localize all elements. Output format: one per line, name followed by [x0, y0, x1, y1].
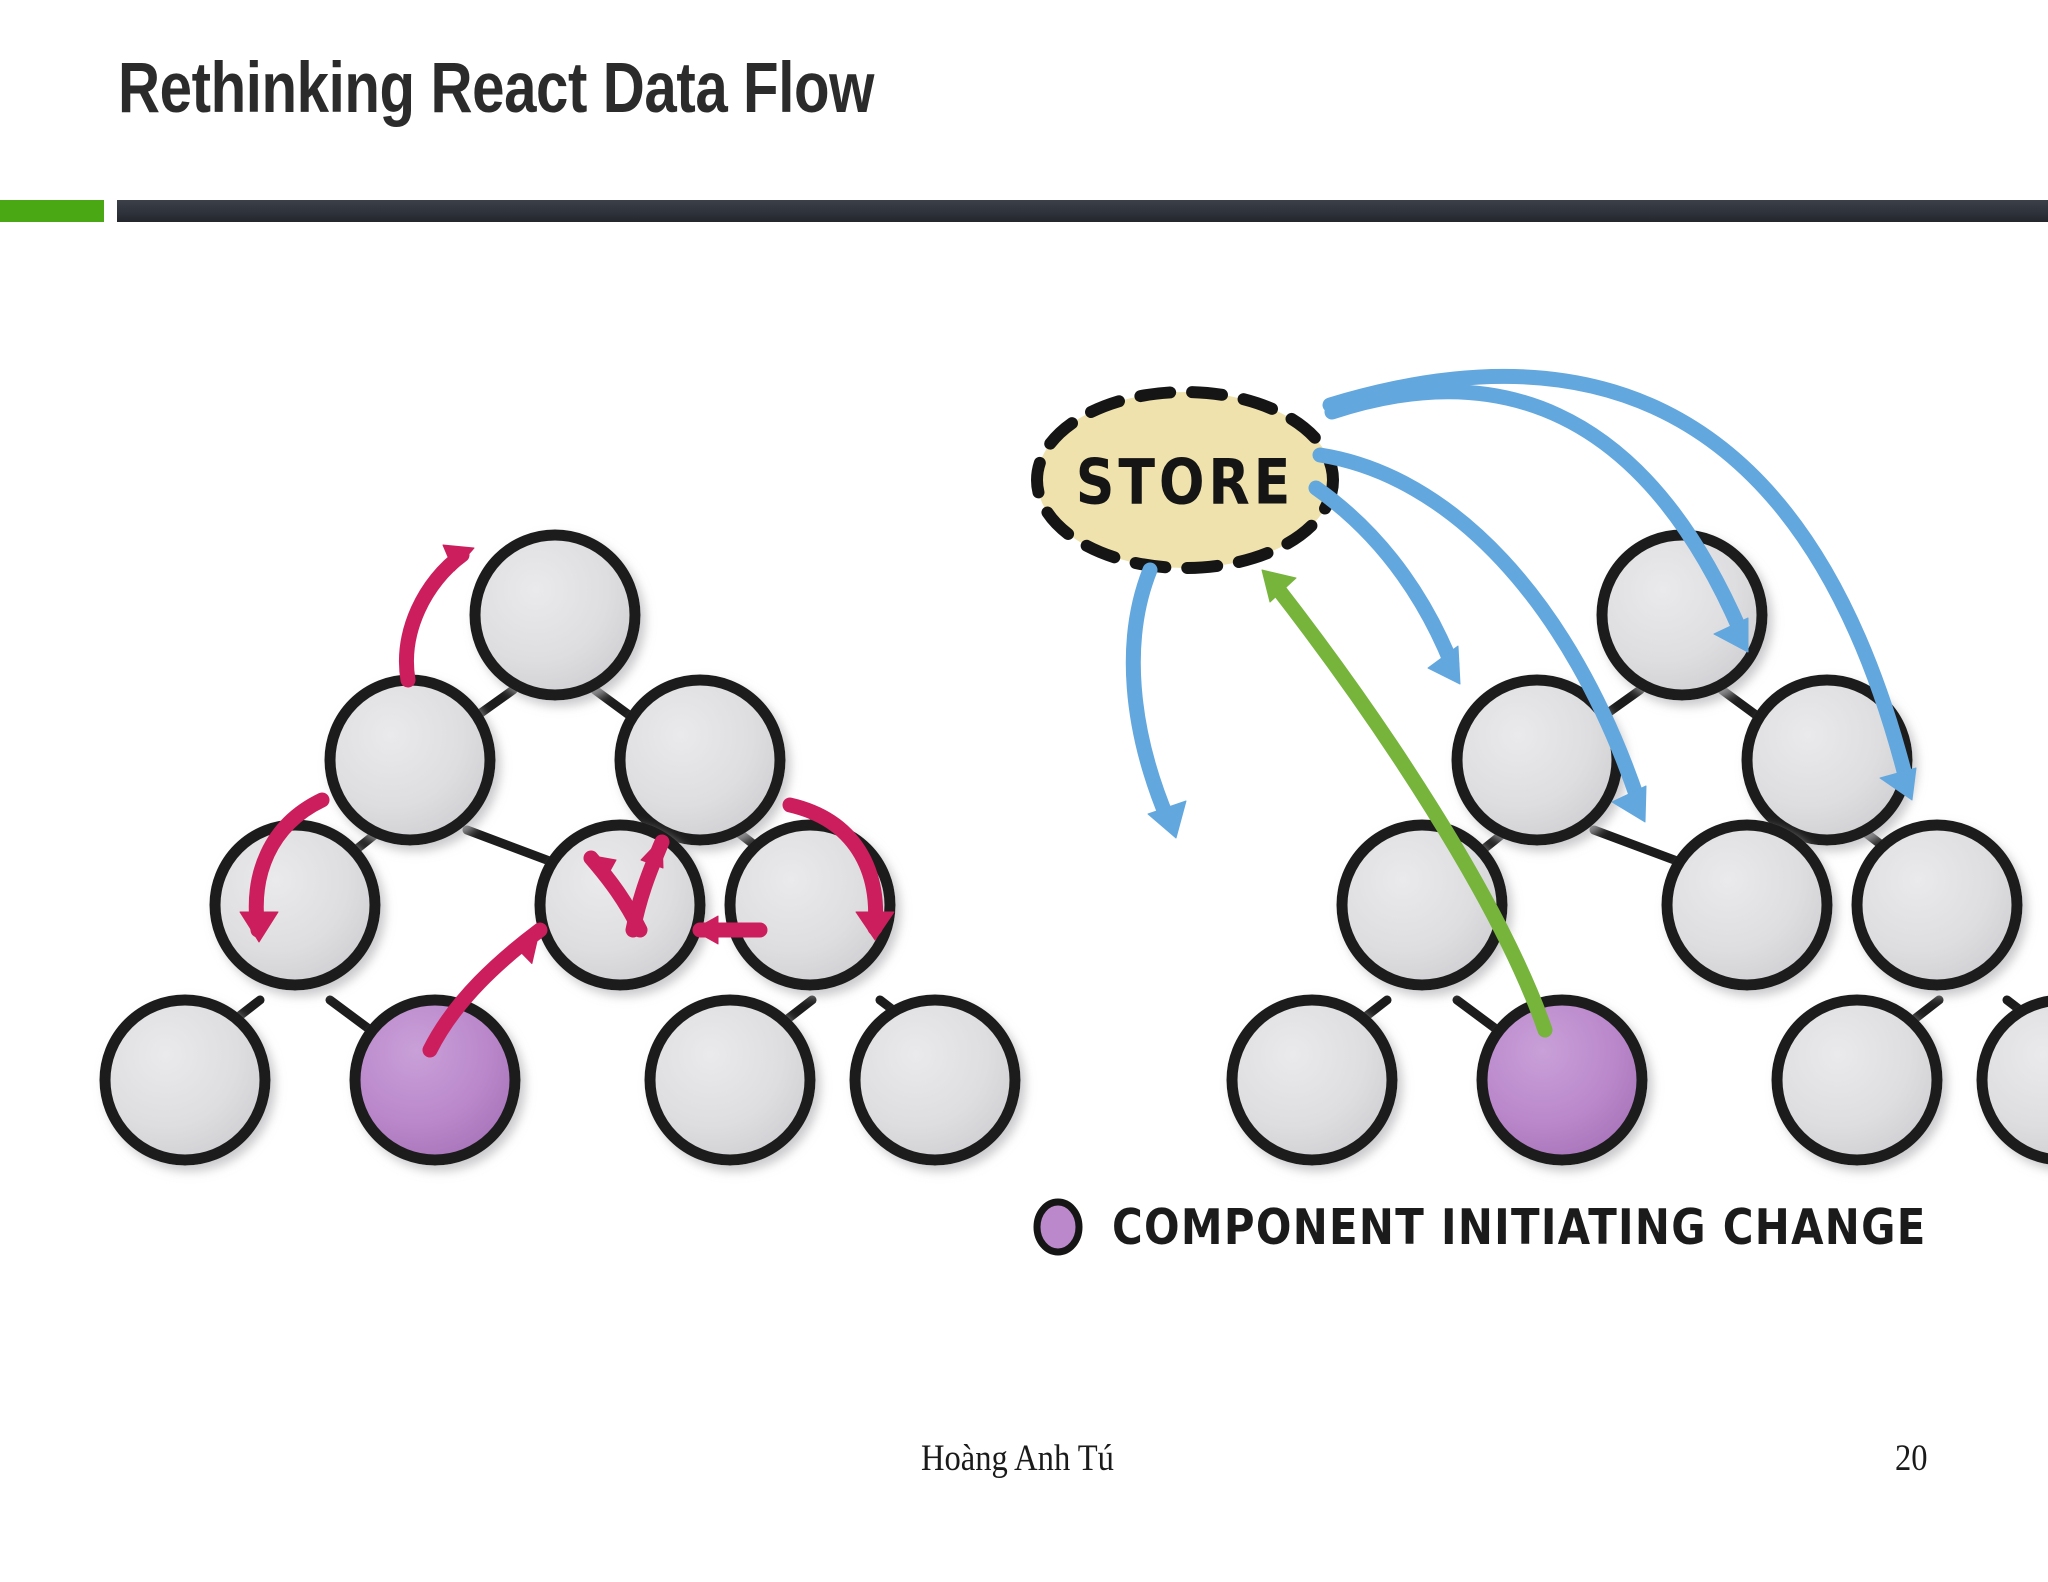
right-tree-leaf-3 — [1771, 994, 1943, 1166]
store-broadcast-arrows — [1125, 368, 1917, 839]
broadcast-arrow-to-r2 — [1322, 368, 1917, 801]
left-tree-leaf-highlighted — [349, 994, 521, 1166]
arrow-l1-to-root — [399, 544, 475, 688]
broadcast-arrow-to-l1 — [1308, 480, 1461, 685]
right-tree-node-m2 — [1661, 819, 1833, 991]
purple-circle-icon — [1033, 1198, 1083, 1256]
footer-author: Hoàng Anh Tú — [921, 1438, 1114, 1479]
right-tree-leaf-highlighted — [1476, 994, 1648, 1166]
left-tree-node-root — [469, 529, 641, 701]
legend-label: COMPONENT INITIATING CHANGE — [1112, 1198, 1927, 1256]
arrow-r1-to-r2 — [782, 797, 895, 941]
arrow-junction-to-left — [583, 850, 648, 938]
store-dispatch-arrow — [1261, 569, 1553, 1038]
broadcast-arrow-to-l2 — [1125, 562, 1187, 839]
arrow-right-to-mid — [692, 915, 768, 945]
left-tree-node-l2 — [209, 819, 381, 991]
left-tree-leaf-1 — [99, 994, 271, 1166]
diagram-canvas: STORE — [0, 240, 2048, 1380]
right-tree-node-l2 — [1336, 819, 1508, 991]
arrow-l1-to-l2 — [239, 792, 330, 943]
store-node: STORE — [1031, 386, 1339, 574]
right-tree-leaf-4 — [1976, 995, 2048, 1165]
left-tree-panel — [99, 529, 1021, 1166]
right-tree-leaf-1 — [1226, 994, 1398, 1166]
footer-page-number: 20 — [1895, 1438, 1928, 1479]
left-tree-leaf-4 — [849, 994, 1021, 1166]
store-label: STORE — [1076, 445, 1294, 518]
accent-bar-dark — [117, 200, 2048, 222]
broadcast-arrow-to-r1 — [1324, 384, 1749, 653]
right-tree-panel: STORE — [1031, 368, 2048, 1166]
left-tree-node-r1 — [614, 674, 786, 846]
page-title: Rethinking React Data Flow — [118, 49, 875, 128]
broadcast-arrow-to-m2 — [1312, 447, 1647, 823]
accent-bar-green — [0, 200, 104, 222]
left-tree-leaf-3 — [644, 994, 816, 1166]
left-tree-node-r2 — [724, 819, 896, 991]
legend: COMPONENT INITIATING CHANGE — [1030, 1196, 1988, 1258]
arrow-leaf-to-mid — [422, 922, 548, 1058]
right-tree-node-r2 — [1851, 819, 2023, 991]
left-tree-prop-arrows — [239, 544, 895, 1058]
left-tree-node-l1 — [324, 674, 496, 846]
